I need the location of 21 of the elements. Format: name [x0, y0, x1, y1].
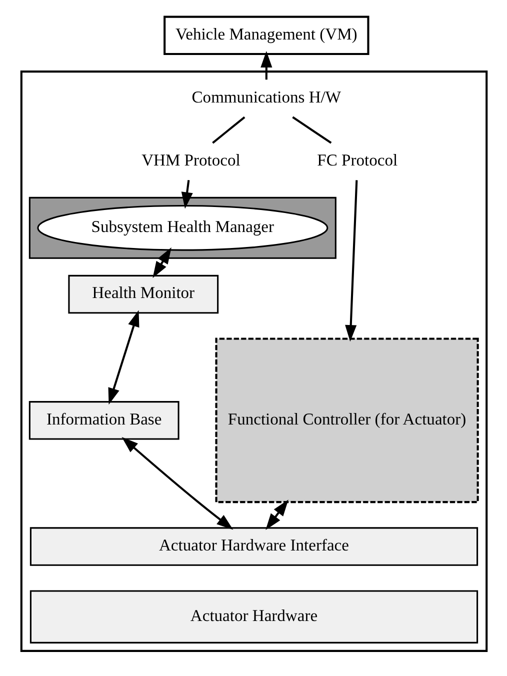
arrow	[121, 436, 233, 530]
node-box: Actuator Hardware Interface	[29, 527, 478, 566]
connector	[212, 116, 245, 144]
node-box: Vehicle Management (VM)	[163, 16, 369, 56]
cluster	[28, 196, 336, 259]
arrow	[152, 247, 171, 278]
arrow	[344, 180, 358, 342]
cluster	[20, 70, 488, 652]
arrow	[260, 50, 272, 80]
arrow	[108, 310, 139, 405]
node-text: Communications H/W	[191, 87, 341, 106]
node-text: FC Protocol	[316, 150, 398, 170]
node-box: Functional Controller (for Actuator)	[214, 338, 478, 504]
node-box: Health Monitor	[68, 274, 218, 314]
node-ellipse: Subsystem Health Manager	[36, 204, 328, 251]
node-box: Actuator Hardware	[29, 590, 478, 644]
node-text: VHM Protocol	[141, 150, 240, 170]
connector	[292, 116, 332, 144]
arrow	[180, 180, 192, 209]
node-box: Information Base	[28, 401, 179, 440]
arrow	[265, 500, 288, 530]
